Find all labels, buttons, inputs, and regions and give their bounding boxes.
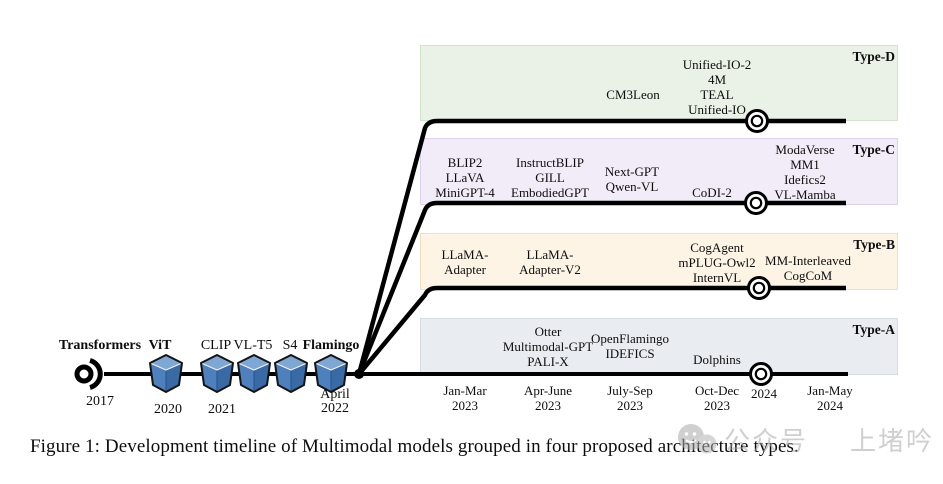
model-name: Unified-IO-2 — [682, 57, 752, 72]
model-name: Qwen-VL — [605, 179, 659, 194]
model-name: PALI-X — [527, 354, 569, 369]
type-c-branch-line — [356, 200, 846, 375]
type-d-label: Type-D — [852, 49, 896, 64]
watermark: 公众号 上堵吟 — [676, 421, 934, 458]
quarter-label-q4-2023: Oct-Dec 2023 — [694, 383, 740, 413]
model-name: mPLUG-Owl2 — [678, 255, 756, 270]
type-b-models-col4: MM-Interleaved CogCoM — [765, 253, 851, 283]
type-b-branch-line — [357, 285, 846, 376]
type-c-panel — [420, 138, 898, 205]
milestone-year-2021: 2021 — [208, 402, 236, 417]
model-name: Unified-IO — [688, 102, 746, 117]
milestone-label-transformers: Transformers — [58, 338, 142, 353]
type-c-models-col5: ModaVerse MM1 Idefics2 VL-Mamba — [774, 142, 835, 202]
model-name: MM1 — [790, 157, 820, 172]
model-name: OpenFlamingo — [591, 331, 669, 346]
type-b-models-col3: CogAgent mPLUG-Owl2 InternVL — [678, 240, 755, 285]
figure-caption: Figure 1: Development timeline of Multim… — [30, 436, 799, 457]
model-name: Adapter-V2 — [519, 262, 581, 277]
model-name: TEAL — [700, 87, 734, 102]
model-name: CM3Leon — [606, 87, 660, 102]
model-name: Dolphins — [693, 352, 741, 367]
milestone-label-clip: CLIP — [200, 338, 232, 353]
model-name: LLaMA- — [526, 247, 574, 262]
quarter-label-q2-2023: Apr-June 2023 — [523, 383, 573, 413]
type-d-panel — [420, 45, 898, 121]
model-name: CogCoM — [783, 268, 833, 283]
type-c-models-col2: InstructBLIP GILL EmbodiedGPT — [511, 155, 589, 200]
branch-origin-dot — [354, 369, 364, 379]
model-name: InternVL — [692, 270, 742, 285]
milestone-year-2020: 2020 — [154, 402, 182, 417]
milestone-label-vit: ViT — [148, 338, 172, 353]
transformers-marker-icon — [74, 364, 94, 384]
cube-icon-clip — [200, 354, 234, 393]
quarter-label-q3-2023: July-Sep 2023 — [607, 383, 653, 413]
type-d-models-col2: Unified-IO-2 4M TEAL Unified-IO — [683, 57, 752, 117]
type-c-models-col4: CoDI-2 — [692, 185, 732, 200]
type-a-models-col3: Dolphins — [693, 352, 741, 367]
type-c-models-col3: Next-GPT Qwen-VL — [605, 164, 659, 194]
year-2024-marker-type-c — [744, 191, 768, 215]
milestone-label-s4: S4 — [282, 338, 298, 353]
model-name: Adapter — [444, 262, 486, 277]
type-b-models-col1: LLaMA- Adapter — [442, 247, 489, 277]
model-name: LLaMA- — [441, 247, 489, 262]
milestone-year-april-2022: April 2022 — [320, 387, 350, 416]
model-name: Otter — [534, 324, 562, 339]
cube-icon-vl-t5 — [237, 354, 271, 393]
model-name: Next-GPT — [604, 164, 660, 179]
model-name: LLaVA — [445, 170, 485, 185]
quarter-label-q1-2023: Jan-Mar 2023 — [443, 383, 487, 413]
milestone-label-vl-t5: VL-T5 — [233, 338, 273, 353]
quarter-label-jan-may-2024: Jan-May 2024 — [807, 383, 853, 413]
model-name: VL-Mamba — [774, 187, 836, 202]
cube-icon-vit — [149, 354, 183, 393]
milestone-year-2017: 2017 — [86, 394, 114, 409]
model-name: ModaVerse — [775, 142, 835, 157]
type-b-models-col2: LLaMA- Adapter-V2 — [519, 247, 581, 277]
type-a-label: Type-A — [852, 322, 896, 337]
model-name: InstructBLIP — [516, 155, 584, 170]
model-name: CoDI-2 — [692, 185, 732, 200]
type-a-models-col1: Otter Multimodal-GPT PALI-X — [503, 324, 593, 369]
model-name: GILL — [535, 170, 565, 185]
model-name: MM-Interleaved — [765, 253, 851, 268]
model-name: IDEFICS — [605, 346, 655, 361]
milestone-label-flamingo: Flamingo — [302, 338, 360, 353]
watermark-text-2: 上堵吟 — [850, 426, 935, 456]
type-d-models-col1: CM3Leon — [606, 87, 659, 102]
type-a-models-col2: OpenFlamingo IDEFICS — [591, 331, 669, 361]
cube-icon-s4 — [274, 354, 308, 393]
year-2024-marker-type-a — [749, 362, 773, 386]
model-name: 4M — [707, 72, 727, 87]
watermark-text: 公众号 — [724, 426, 809, 456]
model-name: MiniGPT-4 — [435, 185, 495, 200]
type-b-label: Type-B — [853, 237, 895, 252]
model-name: EmbodiedGPT — [511, 185, 589, 200]
model-name: Multimodal-GPT — [502, 339, 594, 354]
year-label-2024: 2024 — [751, 386, 777, 401]
type-a-panel — [420, 318, 898, 375]
chat-bubbles-icon — [678, 423, 717, 453]
model-name: Idefics2 — [784, 172, 826, 187]
transformers-marker-arc-icon — [89, 358, 103, 390]
model-name: BLIP2 — [447, 155, 483, 170]
type-c-models-col1: BLIP2 LLaVA MiniGPT-4 — [435, 155, 494, 200]
type-c-label: Type-C — [852, 142, 896, 157]
type-d-branch-line — [356, 118, 846, 375]
model-name: CogAgent — [690, 240, 744, 255]
